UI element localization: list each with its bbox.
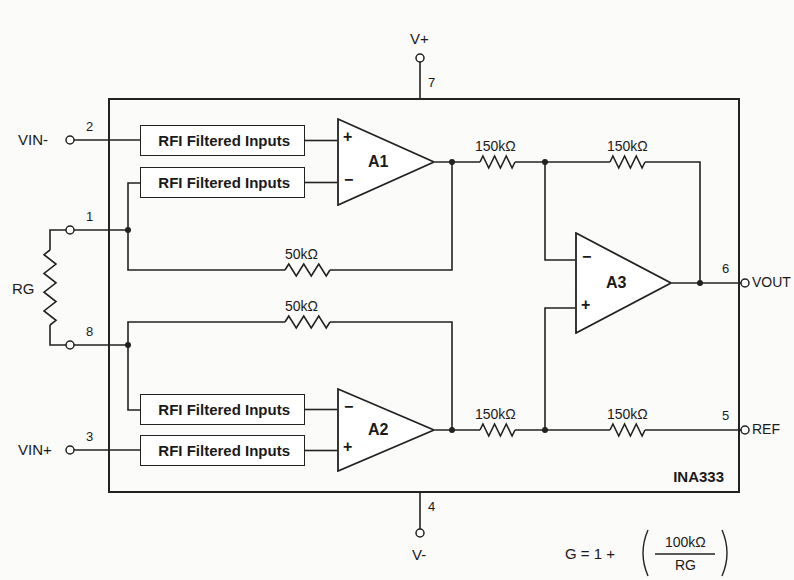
device-outline: INA333RFI Filtered InputsRFI Filtered In… <box>108 98 740 493</box>
wire <box>74 139 140 141</box>
resistor-value: 150kΩ <box>475 406 516 422</box>
supply-label: V+ <box>410 30 429 47</box>
pin-terminal <box>741 426 749 434</box>
input-sign: − <box>344 171 353 189</box>
signal-name: REF <box>752 421 780 437</box>
junction-dot <box>449 159 455 165</box>
resistor-value: 50kΩ <box>285 246 318 262</box>
box-label: RFI Filtered Inputs <box>158 442 290 459</box>
input-sign: − <box>344 398 353 416</box>
signal-wire <box>305 409 337 411</box>
pin-number: 8 <box>86 325 93 340</box>
wire <box>545 308 575 430</box>
opamp-name: A1 <box>368 153 421 200</box>
gain-formula: RG <box>675 557 696 573</box>
resistor-value: 150kΩ <box>475 138 516 154</box>
wire <box>50 230 66 250</box>
filter-box: RFI Filtered Inputs <box>140 167 305 198</box>
pin-terminal <box>416 54 424 62</box>
filter-box: RFI Filtered Inputs <box>140 435 305 466</box>
wire <box>419 493 421 529</box>
pin-terminal <box>741 279 749 287</box>
signal-name: VIN- <box>18 131 48 148</box>
input-sign: + <box>343 128 352 146</box>
component-name: RG <box>12 280 35 297</box>
resistor-symbol <box>610 156 645 168</box>
opamp-triangle: A3 <box>575 232 672 334</box>
pin-terminal <box>66 341 74 349</box>
fraction-bar <box>655 553 715 554</box>
resistor-symbol <box>480 424 515 436</box>
wire <box>50 325 66 345</box>
filter-box: RFI Filtered Inputs <box>140 394 305 425</box>
wire <box>128 322 285 345</box>
input-sign: + <box>581 296 590 314</box>
part-number: INA333 <box>673 468 724 485</box>
supply-label: V- <box>412 546 426 563</box>
formula-bracket <box>643 530 648 576</box>
wire <box>128 345 140 410</box>
wire <box>74 449 140 451</box>
resistor-value: 150kΩ <box>607 406 648 422</box>
wire <box>128 230 285 270</box>
wire <box>435 429 480 431</box>
resistor-value: 150kΩ <box>607 138 648 154</box>
wire <box>645 162 700 283</box>
filter-box: RFI Filtered Inputs <box>140 125 305 156</box>
wire <box>419 62 421 98</box>
box-label: RFI Filtered Inputs <box>158 401 290 418</box>
pin-number: 4 <box>428 500 435 515</box>
opamp-name: A2 <box>368 421 421 466</box>
resistor-symbol <box>44 250 56 325</box>
pin-terminal <box>66 226 74 234</box>
box-label: RFI Filtered Inputs <box>158 132 290 149</box>
pin-number: 2 <box>86 120 93 135</box>
wire <box>672 282 741 284</box>
wire <box>645 429 741 431</box>
wire <box>545 162 575 260</box>
pin-terminal <box>416 529 424 537</box>
signal-wire <box>305 450 337 452</box>
pin-number: 5 <box>722 409 729 424</box>
pin-number: 6 <box>722 262 729 277</box>
resistor-value: 50kΩ <box>285 298 318 314</box>
wire <box>515 161 610 163</box>
input-sign: − <box>582 248 591 266</box>
resistor-symbol <box>480 156 515 168</box>
wire <box>435 161 480 163</box>
pin-terminal <box>66 446 74 454</box>
opamp-name: A3 <box>606 274 658 328</box>
pin-number: 7 <box>428 76 435 91</box>
signal-wire <box>305 140 337 142</box>
signal-name: VOUT <box>752 274 791 290</box>
pin-number: 1 <box>86 210 93 225</box>
pin-terminal <box>66 136 74 144</box>
signal-wire <box>305 182 337 184</box>
gain-formula: 100kΩ <box>665 534 706 550</box>
junction-dot <box>697 280 703 286</box>
box-label: RFI Filtered Inputs <box>158 174 290 191</box>
resistor-symbol <box>610 424 645 436</box>
wire <box>515 429 610 431</box>
formula-bracket <box>722 530 727 576</box>
wire <box>74 344 128 346</box>
wire <box>74 229 128 231</box>
resistor-symbol <box>285 264 330 276</box>
junction-dot <box>449 427 455 433</box>
signal-name: VIN+ <box>18 441 52 458</box>
pin-number: 3 <box>86 430 93 445</box>
wire <box>128 183 140 230</box>
input-sign: + <box>343 438 352 456</box>
resistor-symbol <box>285 316 330 328</box>
gain-formula: G = 1 + <box>565 545 615 562</box>
